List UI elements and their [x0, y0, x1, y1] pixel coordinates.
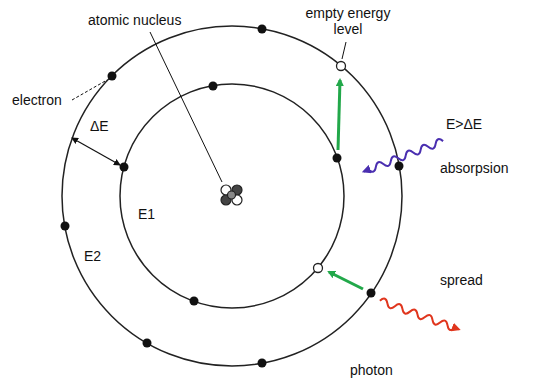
- electrons-outer: [61, 25, 404, 368]
- delta-e-label: ΔE: [90, 118, 109, 134]
- leader-line: [342, 42, 346, 59]
- transition-arrow: [338, 80, 340, 150]
- outer-orbit: [62, 26, 402, 366]
- inner-orbit: [120, 84, 344, 308]
- empty-level-label: empty energy level: [296, 5, 400, 37]
- absorption-label: absorpsion: [440, 160, 509, 176]
- emission-label: spread: [440, 272, 483, 288]
- photon-label: photon: [350, 362, 393, 378]
- electron-label: electron: [12, 92, 62, 108]
- delta-e-arrow: [72, 138, 120, 165]
- emitted-wave: [379, 297, 460, 332]
- absorbed-wave: [362, 138, 444, 175]
- empty-level: [314, 264, 323, 273]
- nucleus: [221, 185, 242, 205]
- level-label: E2: [84, 248, 101, 264]
- electrons-inner: [120, 82, 342, 306]
- leader-line: [150, 32, 222, 182]
- nucleus-label: atomic nucleus: [88, 12, 181, 28]
- energy-condition-label: E>ΔE: [446, 116, 482, 132]
- transition-arrow: [329, 272, 363, 289]
- leader-line: [72, 80, 107, 100]
- level-label: E1: [138, 206, 155, 222]
- empty-level: [337, 62, 346, 71]
